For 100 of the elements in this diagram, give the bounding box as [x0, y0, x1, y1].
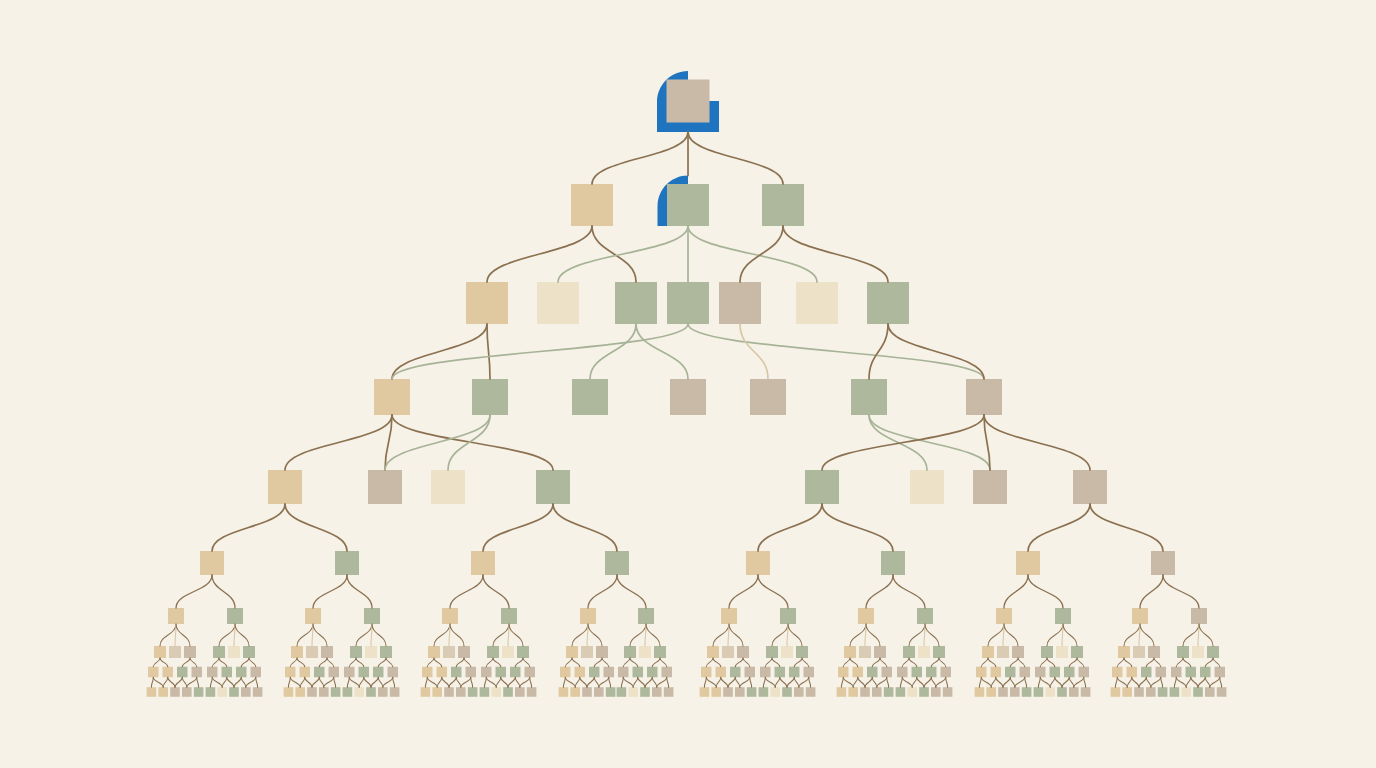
square-node: [605, 687, 616, 697]
curved-connector: [436, 676, 443, 688]
curved-connector: [460, 676, 472, 688]
curved-connector: [644, 623, 647, 647]
square-node: [472, 379, 508, 415]
curved-connector: [507, 623, 510, 647]
curved-connector: [980, 676, 992, 688]
square-node: [867, 282, 909, 324]
curved-connector: [1009, 676, 1016, 688]
square-node: [574, 666, 585, 678]
curved-connector: [245, 676, 257, 688]
curved-connector: [916, 676, 925, 688]
curved-connector: [923, 676, 932, 688]
curved-connector: [181, 657, 191, 668]
curved-connector: [1046, 657, 1056, 668]
curved-connector: [762, 676, 766, 688]
curved-connector: [346, 574, 373, 609]
square-node: [558, 687, 569, 697]
square-node: [217, 687, 227, 697]
curved-connector: [333, 676, 337, 688]
square-node: [1171, 666, 1182, 678]
curved-connector: [392, 676, 396, 688]
square-node: [1080, 687, 1091, 697]
square-node: [420, 687, 431, 697]
curved-connector: [764, 657, 773, 668]
curved-connector: [864, 623, 867, 647]
square-node: [207, 666, 218, 678]
curved-connector: [463, 657, 472, 668]
curved-connector: [892, 574, 926, 609]
curved-connector: [1039, 657, 1048, 668]
curved-connector: [240, 676, 247, 688]
curved-connector: [632, 676, 639, 688]
square-node: [158, 687, 168, 697]
curved-connector: [598, 676, 610, 688]
square-node: [571, 184, 613, 226]
square-node: [589, 666, 600, 678]
square-node: [1019, 666, 1030, 678]
curved-connector: [1083, 676, 1087, 688]
curved-connector: [299, 676, 306, 688]
square-node: [711, 687, 721, 697]
curved-connector: [591, 225, 637, 283]
square-node: [241, 687, 251, 697]
square-node: [572, 379, 608, 415]
curved-connector: [1197, 676, 1206, 688]
curved-connector: [1062, 623, 1078, 647]
curved-connector: [441, 676, 450, 688]
square-node: [976, 666, 987, 678]
square-node: [366, 687, 376, 697]
curved-connector: [248, 657, 257, 668]
square-node: [719, 282, 761, 324]
curved-connector: [529, 676, 533, 688]
square-node: [467, 687, 478, 697]
curved-connector: [221, 676, 228, 688]
curved-connector: [1131, 676, 1140, 688]
curved-connector: [712, 657, 722, 668]
curved-connector: [1061, 623, 1064, 647]
square-node: [881, 666, 892, 678]
curved-connector: [1219, 676, 1223, 688]
square-node: [451, 666, 462, 678]
curved-connector: [720, 676, 729, 688]
square-node: [560, 666, 571, 678]
curved-connector: [865, 574, 894, 609]
curved-connector: [318, 676, 325, 688]
curved-connector: [564, 657, 573, 668]
square-node: [860, 687, 870, 697]
curved-connector: [687, 225, 689, 283]
square-node: [456, 687, 466, 697]
curved-connector: [1116, 657, 1125, 668]
curved-connector: [990, 676, 997, 688]
square-node: [1193, 687, 1203, 697]
curved-connector: [622, 676, 634, 688]
square-node: [1016, 551, 1040, 575]
curved-connector: [1049, 676, 1056, 688]
curved-connector: [234, 623, 250, 647]
square-node: [770, 687, 780, 697]
square-node: [723, 687, 733, 697]
square-node: [663, 687, 674, 697]
square-node: [1134, 687, 1144, 697]
curved-connector: [1009, 657, 1019, 668]
curved-connector: [798, 676, 810, 688]
curved-connector: [978, 676, 982, 688]
square-node: [640, 687, 650, 697]
curved-connector: [849, 657, 859, 668]
square-node: [374, 379, 410, 415]
curved-connector: [857, 676, 866, 688]
curved-connector: [1204, 657, 1214, 668]
square-node: [510, 666, 521, 678]
square-node: [358, 666, 369, 678]
curved-connector: [514, 657, 524, 668]
square-node: [1155, 666, 1166, 678]
curved-connector: [552, 503, 618, 552]
curved-connector: [1089, 503, 1164, 552]
square-node: [872, 687, 882, 697]
square-node: [1078, 666, 1089, 678]
curved-connector: [167, 676, 176, 688]
square-node: [838, 666, 849, 678]
curved-connector: [579, 676, 588, 688]
curved-connector: [482, 574, 510, 609]
square-node: [368, 470, 402, 504]
square-node: [1064, 666, 1075, 678]
